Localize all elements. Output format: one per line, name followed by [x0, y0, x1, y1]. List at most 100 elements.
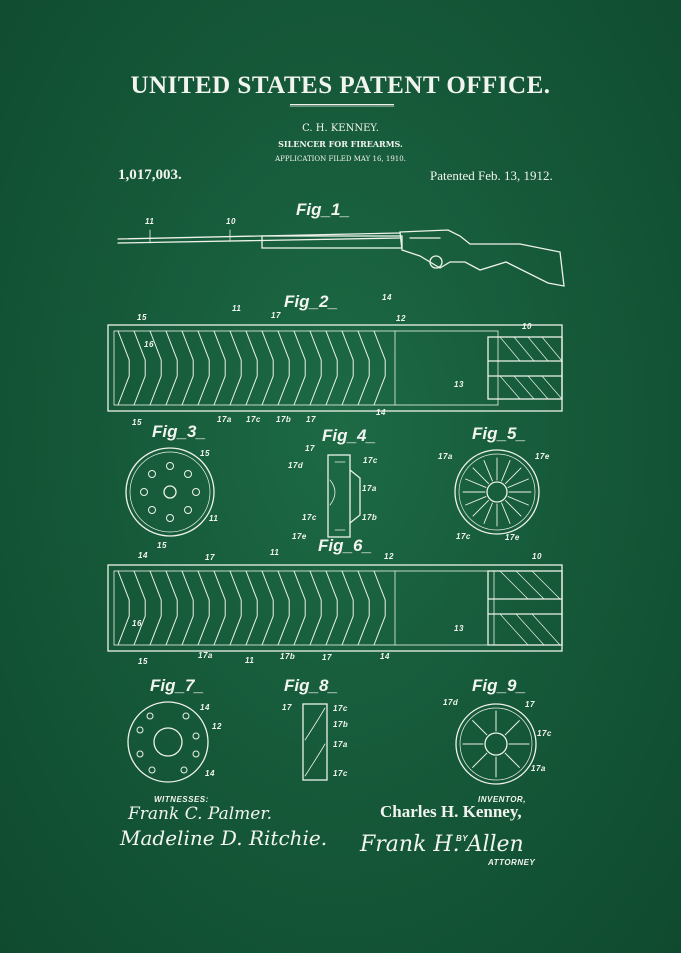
inventor-label: INVENTOR,	[478, 795, 526, 804]
ref-17b: 17b	[280, 652, 296, 661]
ref-17: 17	[322, 653, 332, 662]
ref-17b: 17b	[333, 720, 349, 729]
fig6-section-drawing	[107, 564, 563, 652]
ref-17e: 17e	[505, 533, 520, 542]
ref-17d: 17d	[288, 461, 304, 470]
baffle-line	[149, 330, 162, 406]
baffle-line	[277, 330, 290, 406]
spoke-line	[472, 752, 488, 768]
fig9-label: Fig_9_	[472, 676, 526, 695]
baffle-line	[373, 330, 386, 406]
baffle-line	[117, 330, 130, 406]
ref-17c: 17c	[456, 532, 471, 541]
ref-15: 15	[200, 449, 210, 458]
ref-10: 10	[522, 322, 532, 331]
baffle-line	[373, 570, 386, 646]
spoke-line	[504, 720, 520, 736]
spoke-line	[507, 496, 529, 506]
baffle-line	[197, 330, 210, 406]
baffle-line	[341, 570, 354, 646]
ref-17b: 17b	[362, 513, 378, 522]
ref-14: 14	[138, 551, 148, 560]
ref-14: 14	[205, 769, 215, 778]
ref-17c: 17c	[302, 513, 317, 522]
baffle-line	[229, 330, 242, 406]
spoke-line	[505, 467, 522, 484]
ref-17a: 17a	[333, 740, 348, 749]
baffle-line	[133, 570, 146, 646]
fig3-endview-drawing	[125, 447, 215, 537]
spoke-line	[472, 500, 489, 517]
spoke-line	[465, 478, 487, 488]
ref-17e: 17e	[535, 452, 550, 461]
ref-16: 16	[144, 340, 154, 349]
ref-10: 10	[532, 552, 542, 561]
baffle-line	[181, 570, 194, 646]
ref-17e: 17e	[292, 532, 307, 541]
fig5-label: Fig_5_	[472, 424, 526, 443]
fig2-section-drawing	[107, 324, 563, 412]
ref-14: 14	[376, 408, 386, 417]
ref-13: 13	[454, 380, 464, 389]
baffle-line	[117, 570, 130, 646]
ref-17: 17	[282, 703, 292, 712]
ref-11: 11	[232, 304, 242, 313]
ref-13: 13	[454, 624, 464, 633]
baffle-line	[165, 570, 178, 646]
fig9-endview-drawing	[455, 703, 537, 785]
baffle-line	[357, 570, 370, 646]
baffle-line	[261, 570, 274, 646]
patented-date: Patented Feb. 13, 1912.	[430, 168, 553, 183]
ref-15: 15	[157, 541, 167, 550]
ref-11: 11	[145, 217, 155, 226]
baffle-line	[325, 570, 338, 646]
patent-number: 1,017,003.	[118, 167, 182, 183]
baffle-line	[309, 570, 322, 646]
spoke-line	[483, 502, 493, 524]
fig3-label: Fig_3_	[152, 422, 206, 441]
witnesses-label: WITNESSES:	[154, 795, 209, 804]
fig1-label: Fig_1_	[296, 200, 350, 219]
spoke-line	[501, 460, 511, 482]
ref-14: 14	[200, 703, 210, 712]
fig1-rifle-drawing	[117, 229, 565, 287]
spoke-line	[507, 478, 529, 488]
ref-17: 17	[306, 415, 316, 424]
baffle-line	[261, 330, 274, 406]
baffle-line	[213, 570, 226, 646]
attorney-signature: Frank H. Allen	[360, 832, 524, 857]
ref-15: 15	[138, 657, 148, 666]
ref-17: 17	[305, 444, 315, 453]
ref-15: 15	[137, 313, 147, 322]
baffle-line	[213, 330, 226, 406]
ref-11: 11	[209, 514, 219, 523]
ref-12: 12	[396, 314, 406, 323]
ref-12: 12	[384, 552, 394, 561]
ref-17b: 17b	[276, 415, 292, 424]
ref-15: 15	[132, 418, 142, 427]
ref-17a: 17a	[217, 415, 232, 424]
ref-17c: 17c	[246, 415, 261, 424]
witness1-signature: Frank C. Palmer.	[128, 804, 273, 824]
by-label: BY	[456, 834, 469, 843]
fig7-endview-drawing	[127, 701, 209, 783]
ref-17d: 17d	[443, 698, 459, 707]
ref-11: 11	[270, 548, 280, 557]
ref-17c: 17c	[333, 704, 348, 713]
inventor-signature: Charles H. Kenney,	[380, 802, 522, 821]
fig5-endview-drawing	[454, 449, 540, 535]
fig7-label: Fig_7_	[150, 676, 204, 695]
spoke-line	[472, 720, 488, 736]
ref-17c: 17c	[363, 456, 378, 465]
ref-16: 16	[132, 619, 142, 628]
baffle-line	[325, 330, 338, 406]
baffle-line	[149, 570, 162, 646]
baffle-line	[341, 330, 354, 406]
fig4-baffle-drawing	[327, 454, 361, 538]
office-title: UNITED STATES PATENT OFFICE.	[130, 72, 551, 99]
ref-17a: 17a	[438, 452, 453, 461]
ref-17a: 17a	[531, 764, 546, 773]
baffle-line	[197, 570, 210, 646]
ref-17a: 17a	[198, 651, 213, 660]
